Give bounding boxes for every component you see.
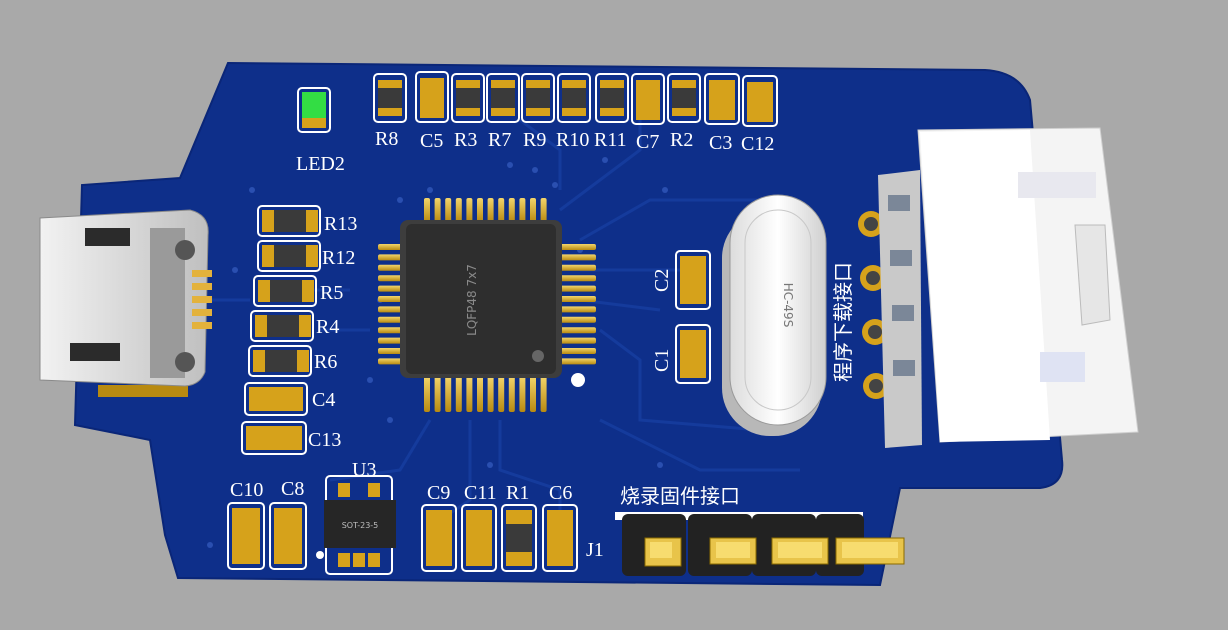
c5-label: C5 — [420, 130, 443, 152]
download-connector — [858, 127, 1139, 448]
mcu-pin — [487, 376, 494, 412]
r11-label: R11 — [594, 129, 627, 151]
mcu-pin — [445, 376, 452, 412]
led2-label: LED2 — [296, 153, 345, 175]
c4-label: C4 — [312, 389, 335, 411]
mcu-pin — [378, 296, 402, 302]
u3-regulator — [324, 475, 396, 575]
mcu-pin — [477, 198, 483, 222]
mcu-pin — [378, 306, 402, 313]
mcu-pin — [530, 376, 536, 412]
mcu-pin — [560, 254, 596, 261]
mcu-pin — [498, 376, 505, 412]
c10-c8-capacitors — [227, 502, 307, 570]
copper-traces — [210, 110, 800, 522]
mcu-pin — [487, 198, 494, 222]
mcu-pin — [378, 327, 402, 334]
mcu-pin — [445, 198, 452, 222]
led2 — [297, 87, 331, 133]
mcu-pin — [540, 376, 547, 412]
mcu-pin — [560, 285, 596, 292]
mcu-pin — [540, 198, 547, 222]
r13-label: R13 — [324, 213, 357, 235]
c12-label: C12 — [741, 133, 774, 155]
crystal-label: HC-49S — [781, 283, 795, 328]
mcu-pin — [378, 264, 402, 271]
j1-pin-header — [615, 512, 905, 576]
c6-label: C6 — [549, 482, 572, 504]
mcu-pin — [378, 348, 402, 354]
mcu-pin — [477, 376, 483, 412]
mcu-pin — [560, 316, 596, 323]
mcu-pin — [560, 244, 596, 250]
mcu-pin — [508, 376, 515, 412]
r6-label: R6 — [314, 351, 337, 373]
micro-usb-connector — [39, 209, 212, 397]
r7-label: R7 — [488, 129, 511, 151]
c7-label: C7 — [636, 131, 659, 153]
mcu-pin — [508, 198, 515, 222]
pcb-board — [73, 61, 1064, 587]
mcu-pin — [378, 285, 402, 292]
mcu-pin — [560, 296, 596, 302]
mcu-pin — [560, 337, 596, 344]
r2-label: R2 — [670, 129, 693, 151]
mcu-pin — [519, 198, 526, 222]
download-connector-label: 程序下载接口 — [831, 262, 855, 382]
r10-label: R10 — [556, 129, 589, 151]
mcu-package-label: LQFP48 7x7 — [465, 264, 479, 336]
r1-label: R1 — [506, 482, 529, 504]
mcu-pin — [424, 198, 430, 222]
mcu-pin — [519, 376, 526, 412]
mcu-pin — [434, 198, 441, 222]
u3-label: U3 — [352, 459, 376, 481]
c11-label: C11 — [464, 482, 497, 504]
mcu-pin — [560, 327, 596, 334]
mcu-pin — [378, 244, 402, 250]
c2-label: C2 — [651, 269, 673, 292]
mcu-pin — [466, 198, 473, 222]
top-row-components — [373, 71, 778, 127]
j1-label: J1 — [586, 539, 604, 561]
mcu-pin — [378, 254, 402, 261]
c3-label: C3 — [709, 132, 732, 154]
mcu-pin — [434, 376, 441, 412]
mcu-pin — [378, 358, 402, 365]
mcu-lqfp48 — [378, 198, 596, 412]
mcu-pin — [378, 275, 402, 282]
r8-label: R8 — [375, 128, 398, 150]
left-column-components — [241, 205, 321, 455]
c10-label: C10 — [230, 479, 263, 501]
mcu-pin — [424, 376, 430, 412]
c2-c1-capacitors — [675, 250, 711, 384]
mcu-pin — [466, 376, 473, 412]
mcu-pin — [455, 198, 462, 222]
r3-label: R3 — [454, 129, 477, 151]
mcu-pin — [560, 348, 596, 354]
r4-label: R4 — [316, 316, 339, 338]
mcu-pin — [530, 198, 536, 222]
r5-label: R5 — [320, 282, 343, 304]
mcu-pin — [378, 316, 402, 323]
mcu-pin — [560, 275, 596, 282]
mcu-pin — [560, 306, 596, 313]
mcu-pin — [378, 337, 402, 344]
mcu-pin — [560, 264, 596, 271]
mcu-pin — [498, 198, 505, 222]
r12-label: R12 — [322, 247, 355, 269]
mcu-pin — [560, 358, 596, 365]
burn-header-label: 烧录固件接口 — [620, 484, 740, 508]
c9-label: C9 — [427, 482, 450, 504]
crystal-hc49s — [722, 194, 827, 436]
u3-package-label: SOT-23-5 — [342, 521, 379, 530]
c1-label: C1 — [651, 349, 673, 372]
c13-label: C13 — [308, 429, 341, 451]
r9-label: R9 — [523, 129, 546, 151]
bottom-middle-components — [421, 504, 578, 572]
c8-label: C8 — [281, 478, 304, 500]
mcu-pin — [455, 376, 462, 412]
